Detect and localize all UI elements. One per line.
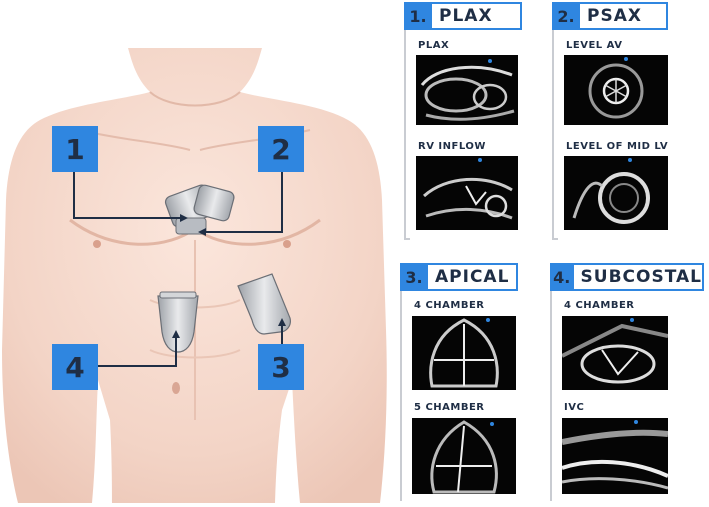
panel-apical-title: APICAL (435, 267, 510, 287)
probe-apical (237, 273, 291, 335)
panel-psax-header: 2. PSAX (552, 2, 668, 30)
probe-parasternal (164, 184, 235, 235)
panel-apical-number: 3. (400, 263, 428, 291)
panel-psax-number: 2. (552, 2, 580, 30)
panel-subcostal-title: SUBCOSTAL (580, 267, 702, 287)
panel-plax-title: PLAX (439, 6, 493, 26)
position-3-number: 3 (271, 350, 291, 384)
panel-subcostal-header: 4. SUBCOSTAL (550, 263, 704, 291)
position-1-number: 1 (65, 132, 85, 166)
panel-psax-title: PSAX (587, 6, 642, 26)
position-2-number: 2 (271, 132, 291, 166)
torso-illustration: 1 2 3 4 (2, 48, 387, 503)
view-rv-inflow-label: RV INFLOW (418, 141, 486, 152)
view-plax-label: PLAX (418, 40, 450, 51)
echo-rv-inflow-image (416, 156, 518, 230)
view-level-av-label: LEVEL AV (566, 40, 623, 51)
echo-plax-image (416, 55, 518, 125)
view-mid-lv-label: LEVEL OF MID LV (566, 141, 669, 152)
echo-apical-5ch-image (412, 418, 516, 494)
view-ivc-label: IVC (564, 402, 585, 413)
echo-ivc-image (562, 418, 668, 494)
echo-subcostal-4ch-image (562, 316, 668, 390)
panel-psax-rail (552, 30, 554, 238)
position-4-number: 4 (65, 350, 85, 384)
position-3-label: 3 (258, 344, 304, 390)
panel-psax-rail-foot (552, 238, 558, 240)
echo-mid-lv-image (564, 156, 668, 230)
panel-plax-number: 1. (404, 2, 432, 30)
panel-subcostal-rail (550, 291, 552, 501)
panel-apical-rail (400, 291, 402, 501)
probe-subcostal (157, 291, 199, 353)
view-apical-5ch-label: 5 CHAMBER (414, 402, 485, 413)
panel-plax-header: 1. PLAX (404, 2, 522, 30)
echo-apical-4ch-image (412, 316, 516, 390)
panel-plax-rail (404, 30, 406, 238)
panel-subcostal-number: 4. (550, 263, 574, 291)
torso-figure (2, 48, 387, 503)
position-4-label: 4 (52, 344, 98, 390)
position-2-label: 2 (258, 126, 304, 172)
position-1-label: 1 (52, 126, 98, 172)
panel-apical-header: 3. APICAL (400, 263, 518, 291)
view-apical-4ch-label: 4 CHAMBER (414, 300, 485, 311)
panel-plax-rail-foot (404, 238, 410, 240)
view-subcostal-4ch-label: 4 CHAMBER (564, 300, 635, 311)
echo-level-av-image (564, 55, 668, 125)
